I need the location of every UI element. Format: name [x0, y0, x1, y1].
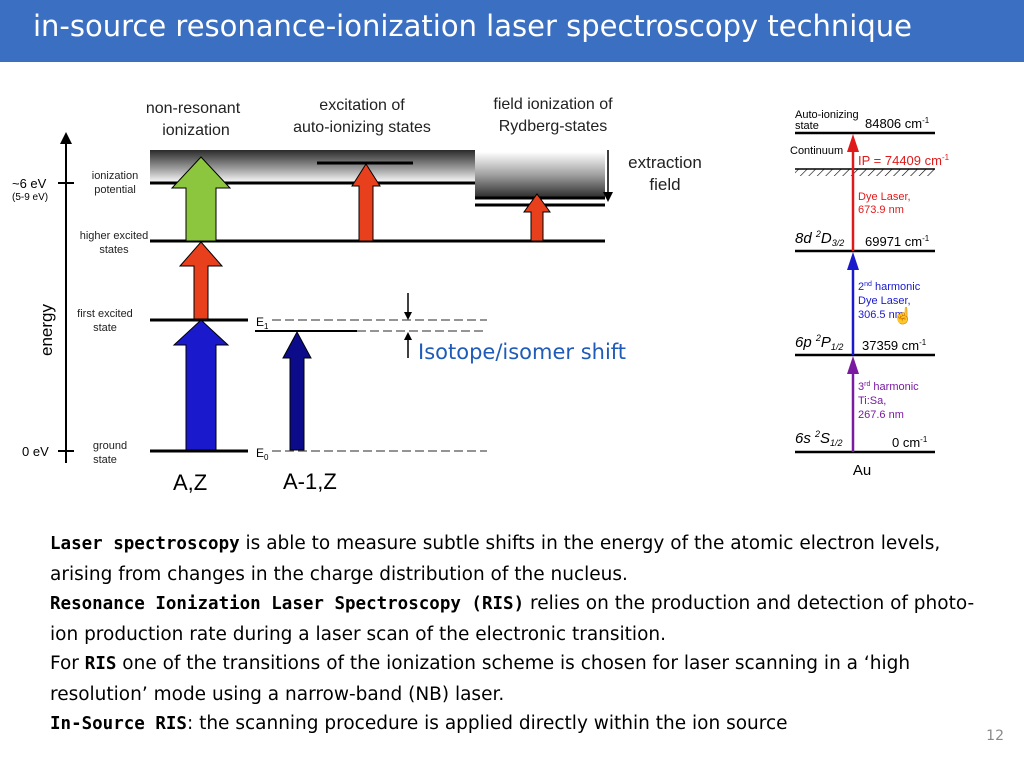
third-harmonic-label-3: 267.6 nm	[858, 409, 904, 421]
e0-label: E0	[256, 446, 269, 462]
autoionizing-state-label-1: Auto-ionizing	[795, 109, 859, 121]
first-to-higher-arrow	[178, 241, 224, 320]
isotope-shift-arrowhead-top	[404, 312, 412, 320]
page-number: 12	[986, 728, 1004, 744]
third-harmonic-label-1: 3rd harmonic	[858, 381, 919, 393]
extraction-field-arrowhead	[603, 192, 613, 202]
level-first-label-2: state	[93, 322, 117, 334]
slide-title: in-source resonance-ionization laser spe…	[33, 9, 912, 43]
continuum-hatch	[795, 169, 935, 176]
title-bar: in-source resonance-ionization laser spe…	[0, 0, 1024, 62]
field-lowered-band	[475, 152, 605, 198]
dye-laser-arrowhead	[847, 134, 859, 152]
header-autoionizing-2: auto-ionizing states	[293, 119, 431, 136]
paragraph-ris: Resonance Ionization Laser Spectroscopy …	[50, 593, 975, 645]
level-first-label-1: first excited	[77, 308, 133, 320]
dye-laser-label-1: Dye Laser,	[858, 191, 911, 203]
header-field-ionization-2: Rydberg-states	[499, 118, 608, 135]
ip-value: IP = 74409 cm-1	[858, 153, 950, 168]
isotope-shift-arrowhead-bottom	[404, 332, 412, 340]
level-6s-label: 6s 2S1/2	[795, 429, 843, 448]
second-harmonic-label-3: 306.5 nm	[858, 309, 904, 321]
e1-label: E1	[256, 315, 269, 331]
autoionizing-state-label-2: state	[795, 120, 819, 132]
paragraph-for-ris: For RIS one of the transitions of the io…	[50, 653, 911, 705]
isotope-excitation-arrow	[282, 330, 312, 451]
ev-6-label: ~6 eV	[12, 176, 47, 191]
second-harmonic-label-1: 2nd harmonic	[858, 281, 921, 293]
continuum-label: Continuum	[790, 145, 843, 157]
label-a-z: A,Z	[173, 470, 208, 495]
level-higher-label-2: states	[99, 244, 129, 256]
level-ground-label-2: state	[93, 454, 117, 466]
header-field-ionization-1: field ionization of	[493, 96, 613, 113]
energy-axis-arrowhead	[60, 132, 72, 144]
autoionizing-value: 84806 cm-1	[865, 116, 930, 131]
level-ionization-label-1: ionization	[92, 170, 138, 182]
level-ground-label-1: ground	[93, 440, 127, 452]
header-autoionizing-1: excitation of	[319, 97, 405, 114]
second-harmonic-arrowhead	[847, 252, 859, 270]
header-nonresonant-1: non-resonant	[146, 100, 241, 117]
element-label: Au	[853, 462, 871, 479]
paragraph-in-source-ris: In-Source RIS: the scanning procedure is…	[50, 713, 788, 734]
dye-laser-label-2: 673.9 nm	[858, 204, 904, 216]
label-a-minus-1-z: A-1,Z	[283, 469, 337, 494]
level-8d-value: 69971 cm-1	[865, 234, 930, 249]
extraction-label-1: extraction	[628, 153, 702, 172]
second-harmonic-label-2: Dye Laser,	[858, 295, 911, 307]
ev-range-label: (5-9 eV)	[12, 192, 48, 203]
energy-axis-label: energy	[37, 304, 56, 356]
isotope-shift-label: Isotope/isomer shift	[418, 340, 627, 364]
level-8d-label: 8d 2D3/2	[795, 229, 844, 248]
level-6p-value: 37359 cm-1	[862, 338, 927, 353]
autoionizing-arrow	[351, 163, 381, 242]
level-higher-label-1: higher excited	[80, 230, 149, 242]
level-ionization-label-2: potential	[94, 184, 136, 196]
paragraph-laser-spectroscopy: Laser spectroscopy is able to measure su…	[50, 533, 941, 585]
ground-to-first-arrow	[172, 319, 230, 451]
nonresonant-ionization-arrow	[170, 156, 232, 242]
third-harmonic-label-2: Ti:Sa,	[858, 395, 886, 407]
ev-0-label: 0 eV	[22, 444, 49, 459]
header-nonresonant-2: ionization	[162, 122, 230, 139]
extraction-label-2: field	[649, 175, 680, 194]
level-6p-label: 6p 2P1/2	[795, 333, 843, 352]
third-harmonic-arrowhead	[847, 356, 859, 374]
body-text: Laser spectroscopy is able to measure su…	[50, 529, 990, 740]
rydberg-arrow	[523, 193, 551, 242]
hand-cursor-icon: ☝	[893, 306, 913, 325]
level-6s-value: 0 cm-1	[892, 435, 928, 450]
